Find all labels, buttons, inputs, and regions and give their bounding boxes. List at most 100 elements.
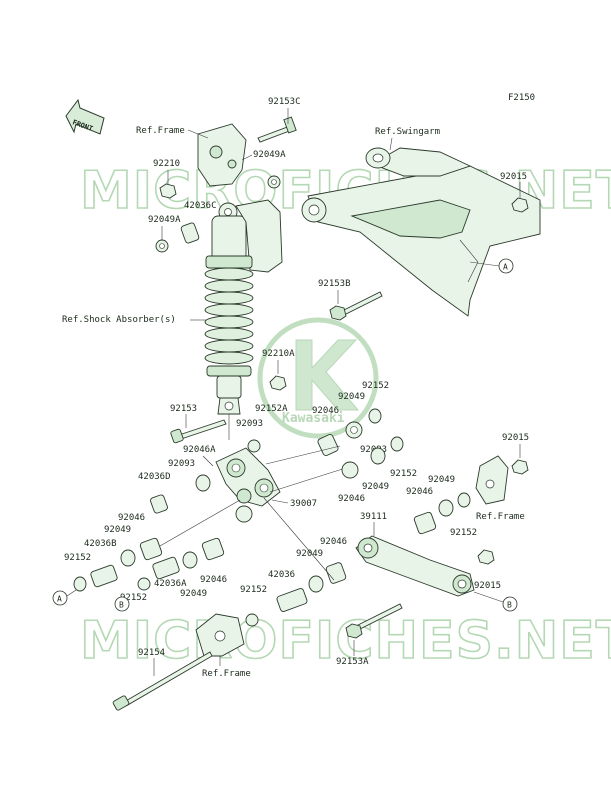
collar-42036: [276, 588, 308, 612]
bolt-head-92153c: [283, 116, 297, 134]
part-42036b: 42036B: [84, 539, 117, 549]
part-92049a-top: 92049A: [253, 150, 286, 160]
part-42036c: 42036C: [184, 201, 217, 211]
part-92049-f: 92049: [296, 549, 323, 559]
seal-92049-c: [182, 551, 198, 569]
nut-92015-right: [511, 459, 529, 475]
part-92046-b: 92046: [118, 513, 145, 523]
collar-42036c: [180, 222, 200, 244]
part-42036d: 42036D: [138, 472, 171, 482]
part-92093-a: 92093: [236, 419, 263, 429]
washer-92152a: [247, 439, 261, 453]
part-92046-right: 92046: [338, 494, 365, 504]
part-92015-top: 92015: [500, 172, 527, 182]
bearing-right: [341, 461, 359, 479]
washer-92152-d: [457, 492, 471, 508]
washer-92093-b: [195, 474, 211, 492]
washer-92152-a: [368, 408, 382, 424]
part-92152-e: 92152: [240, 585, 267, 595]
logo-text: Kawasaki: [282, 411, 345, 426]
bolt-92153: [175, 419, 227, 441]
shaft-head-92154: [112, 695, 130, 711]
part-92046-a: 92046: [312, 406, 339, 416]
part-92152a: 92152A: [255, 404, 288, 414]
part-92153c: 92153C: [268, 97, 301, 107]
bearing-92046-b: [139, 537, 163, 561]
washer-92152-b: [73, 576, 87, 592]
figure-code: F2150: [508, 93, 535, 103]
seal-92049-e: [438, 499, 454, 517]
bolt-head-92153a: [345, 623, 363, 639]
bearing-92046-e: [413, 511, 437, 535]
part-92049-c: 92049: [180, 589, 207, 599]
collar-42036a: [152, 556, 180, 580]
nut-92210: [159, 183, 177, 199]
part-92046-f: 92046: [320, 537, 347, 547]
marker-b-left: [114, 596, 130, 612]
part-92152-d: 92152: [450, 528, 477, 538]
marker-b-right-label: B: [507, 601, 512, 610]
part-92049a-left: 92049A: [148, 215, 181, 225]
part-92210: 92210: [153, 159, 180, 169]
bearing-92046-f: [325, 562, 347, 584]
marker-a-left: [52, 590, 68, 606]
part-92152-c: 92152: [120, 593, 147, 603]
part-92210a: 92210A: [262, 349, 295, 359]
marker-a-left-label: A: [57, 595, 62, 604]
collar-42036d: [150, 494, 168, 514]
part-92049-e: 92049: [428, 475, 455, 485]
part-92153: 92153: [170, 404, 197, 414]
part-42036: 42036: [268, 570, 295, 580]
front-arrow-icon: FRONT: [65, 98, 105, 135]
part-92049-a: 92049: [338, 392, 365, 402]
collar-42036b: [90, 564, 118, 588]
washer-92152-e: [245, 613, 259, 627]
seal-92049-b: [120, 549, 136, 567]
watermark-bottom: MICROFICHES.NET: [80, 611, 611, 671]
ref-frame-right: Ref.Frame: [476, 512, 525, 522]
marker-b-right: [502, 596, 518, 612]
washer-right: [390, 436, 404, 452]
seal-right: [370, 447, 386, 465]
part-92152-a: 92152: [362, 381, 389, 391]
seal-92049-f: [308, 575, 324, 593]
part-92046-c: 92046: [200, 575, 227, 585]
part-92152-b: 92152: [64, 553, 91, 563]
part-92015-right: 92015: [502, 433, 529, 443]
part-92046a: 92046A: [183, 445, 216, 455]
ref-frame-bottom: Ref.Frame: [202, 669, 251, 679]
seal-near-39007: [235, 505, 253, 523]
shock-absorber: [204, 199, 283, 415]
washer-92152-c: [137, 577, 151, 591]
part-92046-e: 92046: [406, 487, 433, 497]
bearing-92046-c: [201, 537, 225, 561]
kawasaki-logo-icon: Kawasaki: [257, 317, 379, 439]
nut-92015-top: [511, 197, 529, 213]
bolt-head-92153: [170, 428, 184, 444]
bolt-head-92153b: [329, 305, 347, 321]
nut-92210a: [269, 375, 287, 391]
bolt-92153b: [339, 291, 383, 317]
rocker-arm-39007: [215, 447, 281, 507]
part-42036a: 42036A: [154, 579, 187, 589]
swingarm: [301, 147, 541, 317]
marker-a-right-label: A: [503, 263, 508, 272]
part-92093-b: 92093: [168, 459, 195, 469]
ref-swingarm: Ref.Swingarm: [375, 127, 440, 137]
part-92153b: 92153B: [318, 279, 351, 289]
tie-rod-39111: [355, 535, 475, 597]
ref-shock-absorber: Ref.Shock Absorber(s): [62, 315, 176, 325]
ref-frame-top: Ref.Frame: [136, 126, 185, 136]
upper-frame-bracket: [197, 123, 247, 187]
part-39111: 39111: [360, 512, 387, 522]
part-92015-b: 92015: [474, 581, 501, 591]
part-92153a: 92153A: [336, 657, 369, 667]
part-92154: 92154: [138, 648, 165, 658]
marker-b-left-label: B: [119, 601, 124, 610]
part-92049-right: 92049: [362, 482, 389, 492]
right-frame-bracket: [475, 455, 509, 505]
part-92049-b: 92049: [104, 525, 131, 535]
nut-92015-b: [477, 549, 495, 565]
